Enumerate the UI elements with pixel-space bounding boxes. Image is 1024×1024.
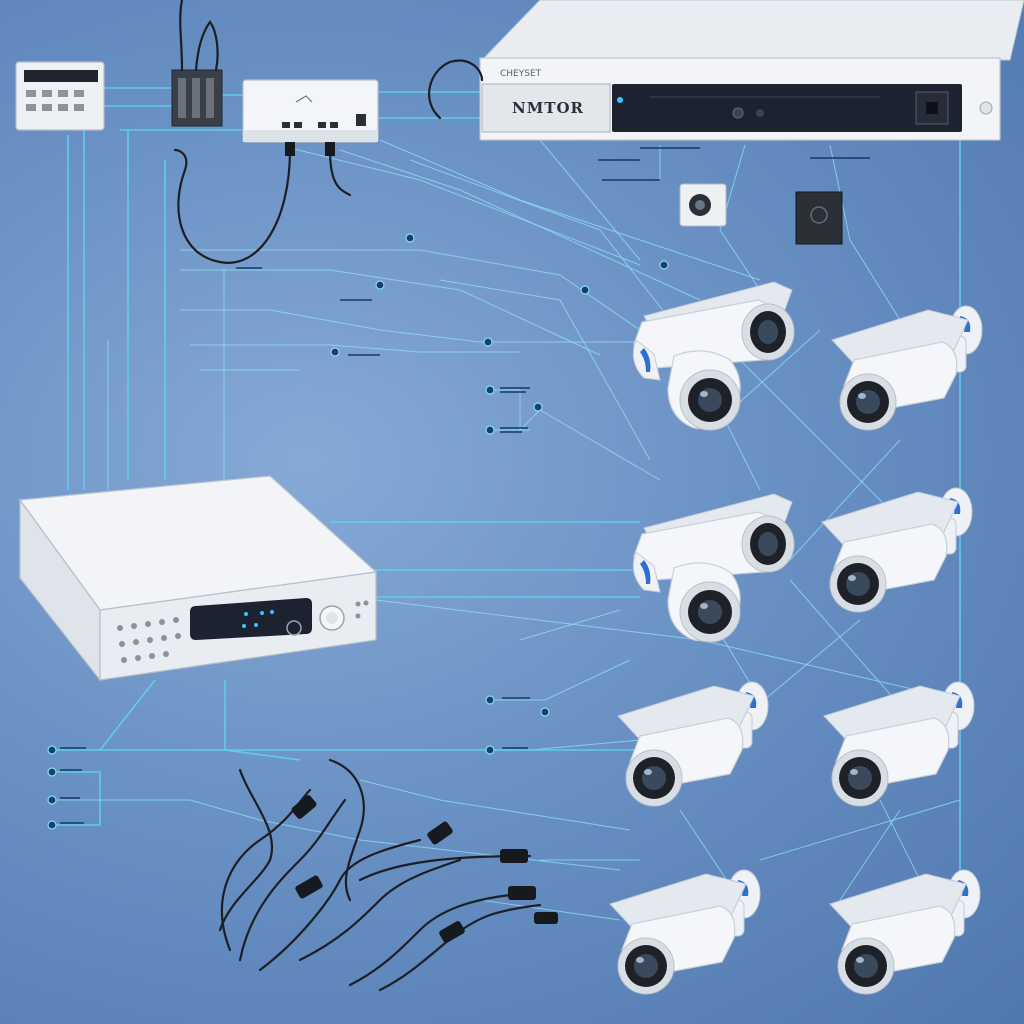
wire [719,144,761,291]
wire [539,139,641,261]
wire [375,599,961,701]
wire [409,159,691,346]
terminal-block [171,0,223,127]
control-panel [15,61,105,131]
junction-dot [485,385,495,395]
wire [839,809,901,901]
wire [50,771,101,826]
junction-dot [330,347,340,357]
junction-dot [483,337,493,347]
wire [289,147,641,266]
security-camera [821,487,973,613]
wire [519,609,621,641]
power-led [617,97,623,103]
wire [490,389,661,481]
recorder-brand-mark: CHEYSET [500,69,542,79]
junction-dot [375,280,385,290]
speaker-grille [117,617,181,663]
wire [879,799,921,881]
junction-dot [540,707,550,717]
wire [359,779,631,831]
junction-dot [405,233,415,243]
wire [789,439,901,561]
digital-video-recorder [18,475,378,682]
wire [190,344,520,353]
switch-cables [173,59,484,264]
security-camera [829,869,981,995]
security-camera [609,869,761,995]
junction-dot [580,285,590,295]
junction-dot [47,795,57,805]
indoor-sensor [679,183,727,227]
wire [759,799,961,861]
network-switch [242,79,379,143]
wire [99,679,156,751]
wire [439,279,651,461]
security-camera [823,681,975,807]
security-camera [632,493,795,643]
recorder-front-panel [612,84,962,132]
wire [339,149,701,301]
junction-points [47,147,870,830]
junction-dot [47,767,57,777]
wire [180,269,601,356]
junction-dot [47,745,57,755]
junction-dot [533,402,543,412]
junction-dot [659,260,669,270]
recorder-label: NMTOR [512,99,584,117]
wire [739,359,901,521]
junction-dot [485,745,495,755]
junction-dot [47,820,57,830]
connection-wires [50,87,961,921]
power-cable-bundle [218,758,558,992]
wire [180,309,640,343]
wire [490,659,631,701]
junction-dot [485,425,495,435]
wire [479,899,621,921]
network-video-recorder: NMTOR CHEYSET [479,0,1024,141]
panel-display [24,70,98,82]
wire [180,249,641,331]
label-ticks [60,147,870,824]
wire [829,144,901,321]
wire [50,799,621,871]
dvr-display [190,598,312,640]
junction-dot [485,695,495,705]
junction-box [795,191,843,245]
security-camera [617,681,769,807]
wire [224,680,301,761]
camera-array [609,281,983,995]
security-camera [632,281,795,431]
